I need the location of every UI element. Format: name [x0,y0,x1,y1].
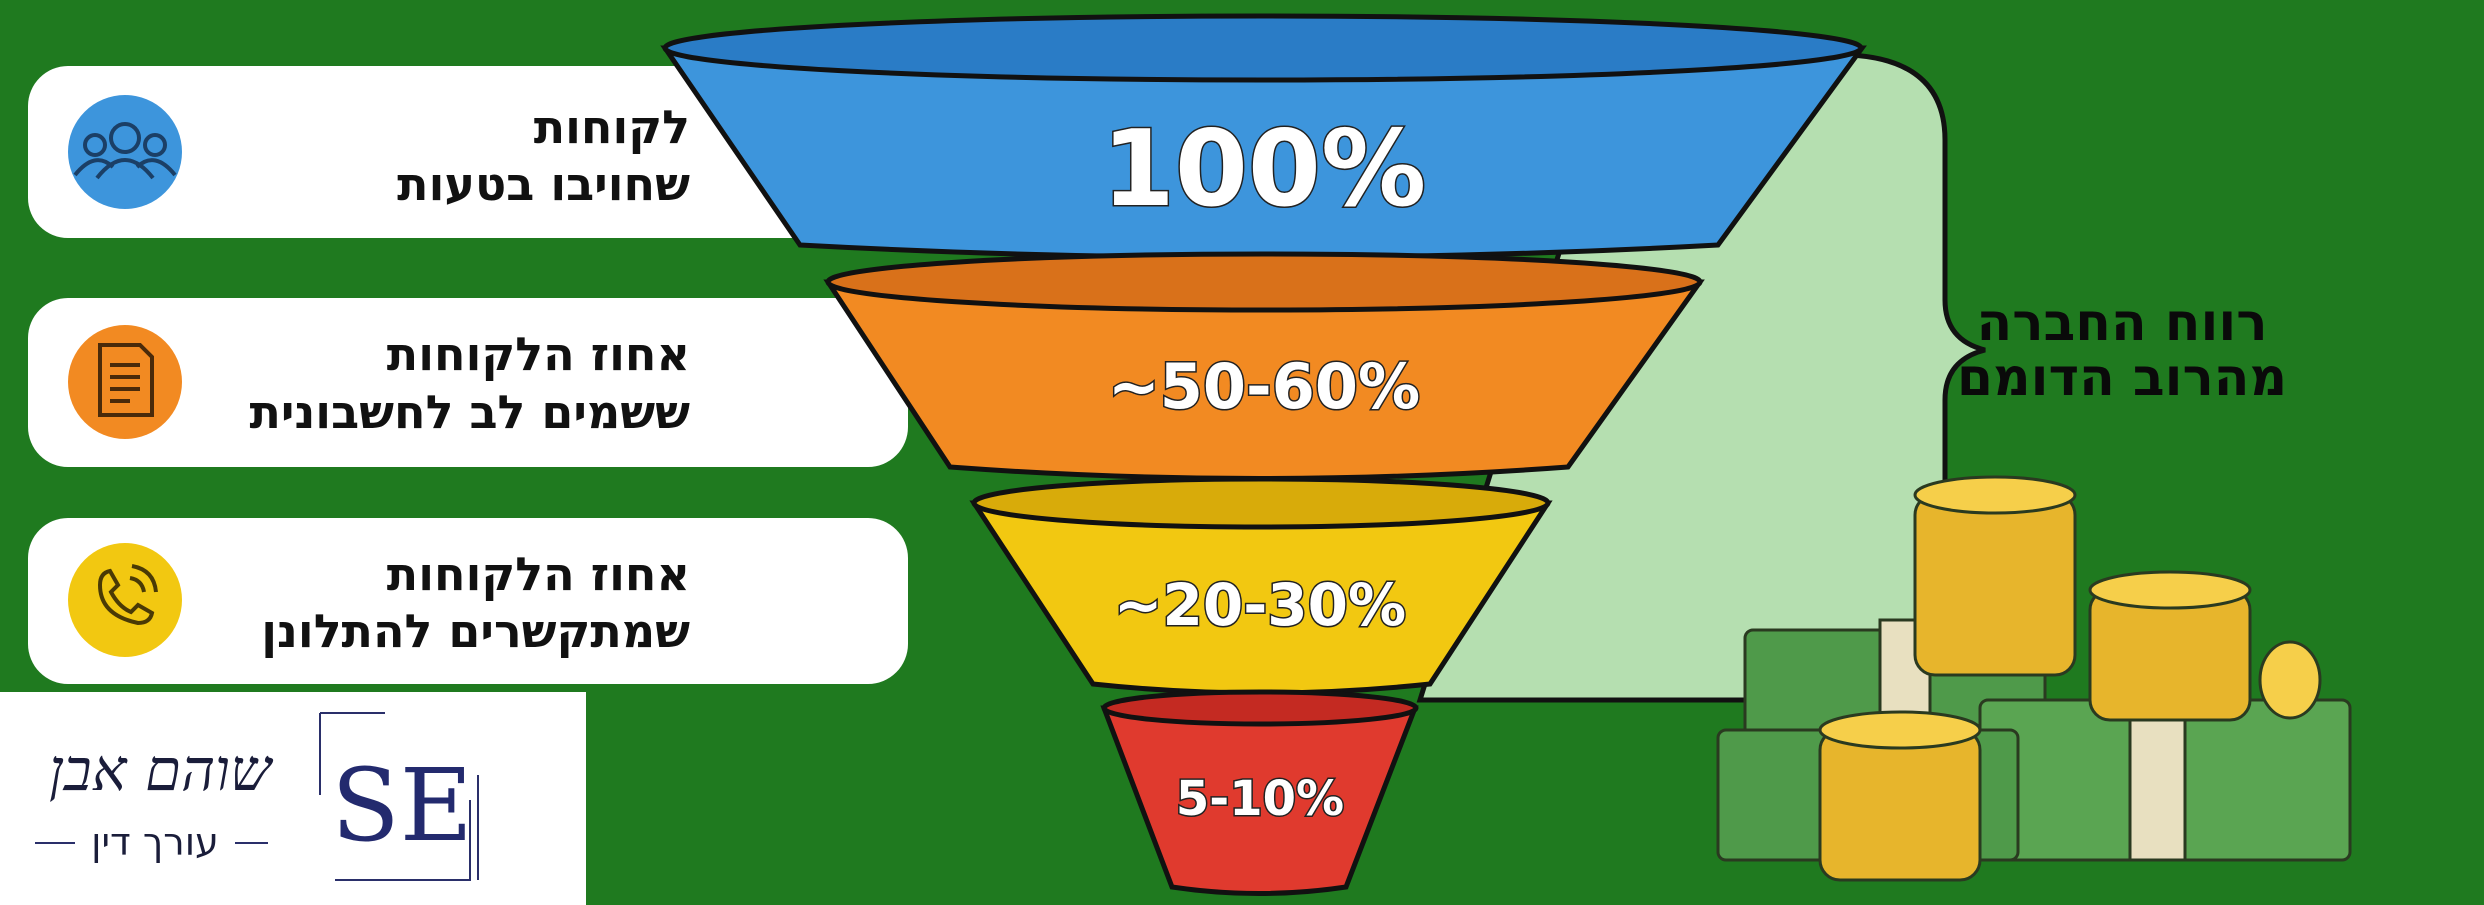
profit-label-line2: מהרוב הדומם [1957,348,2287,408]
stage-3-percent: ~20-30% [1114,571,1406,639]
funnel [660,13,1867,896]
logo-monogram: SE [331,747,473,864]
stage-3-label-line1: אחוז הלקוחות [387,547,690,601]
profit-label-line1: רווח החברה [1976,293,2267,353]
logo-name: שוהם אבן [49,736,274,804]
law-firm-logo: SE שוהם אבן עורך דין [0,692,586,905]
stage-2-percent: ~50-60% [1108,350,1420,423]
money-pile-illustration [1716,475,2352,882]
stage-1-percent: 100% [1102,108,1426,230]
stage-1-label-line1: לקוחות [534,100,690,154]
stage-1-label-line2: שחויבו בטעות [397,157,690,211]
stage-card-3: אחוז הלקוחות שמתקשרים להתלונן [28,518,908,684]
stage-2-label-line2: ששמים לב לחשבונית [249,385,690,439]
stage-2-label-line1: אחוז הלקוחות [387,327,690,381]
stage-3-label-line2: שמתקשרים להתלונן [261,604,690,658]
logo-title: עורך דין [91,820,219,864]
stage-card-1: לקוחות שחויבו בטעות [28,66,908,238]
funnel-stage-4 [1100,705,1419,896]
invoice-icon [68,325,182,439]
stage-4-percent: 5-10% [1176,771,1344,827]
phone-icon [68,543,182,657]
stage-card-2: אחוז הלקוחות ששמים לב לחשבונית [28,298,908,467]
